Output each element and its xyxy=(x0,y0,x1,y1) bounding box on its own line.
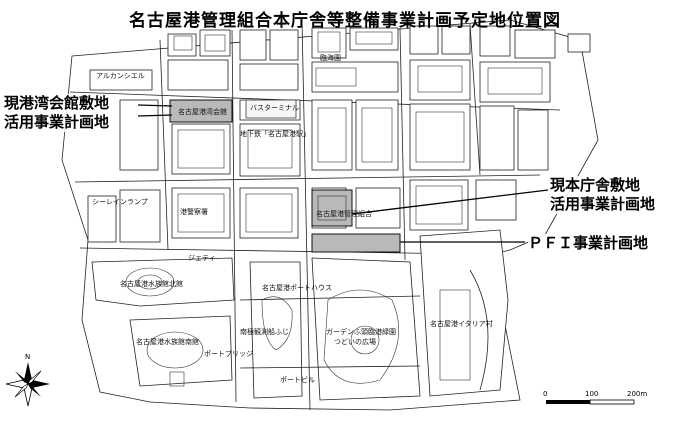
callout-main-office-line2: 活用事業計画地 xyxy=(550,195,656,213)
site-port-hall xyxy=(169,99,233,123)
label-port-building: ポートビル xyxy=(280,375,315,384)
callout-main-office-site: 現本庁舎敷地 活用事業計画地 xyxy=(550,176,656,214)
label-arukanshiel: アルカンシエル xyxy=(96,72,145,80)
label-chikatetsu: 地下鉄「名古屋港駅」 xyxy=(240,129,310,138)
label-rinkai: 臨海園 xyxy=(320,53,341,62)
scale-tick-200: 200m xyxy=(627,390,647,398)
label-meiko-minato: 名古屋港ポートハウス xyxy=(262,283,332,292)
callout-main-office-line1: 現本庁舎敷地 xyxy=(550,176,641,194)
callout-port-hall-line2: 活用事業計画地 xyxy=(4,113,110,131)
label-suizokukan-north: 名古屋港水族館北館 xyxy=(120,279,183,288)
label-suizokukan-south: 名古屋港水族館南館 xyxy=(136,337,199,346)
waterfront-area xyxy=(91,229,509,401)
callout-pfi-site: ＰＦＩ事業計画地 xyxy=(528,234,649,253)
callout-leaders xyxy=(137,104,549,243)
label-nanbu: 南極観測船ふじ xyxy=(240,327,289,336)
label-tsudoi: つどいの広場 xyxy=(334,337,376,346)
callout-port-hall-site: 現港湾会館敷地 活用事業計画地 xyxy=(4,94,110,132)
scale-tick-0: 0 xyxy=(543,390,547,398)
site-pfi xyxy=(311,233,401,253)
label-port-bridge: ポートブリッジ xyxy=(204,349,253,358)
label-bus-terminal: バスターミナル xyxy=(250,103,299,112)
building-footprints xyxy=(173,31,543,233)
label-harbor-italia: 名古屋港イタリア村 xyxy=(430,319,493,328)
map-title: 名古屋港管理組合本庁舎等整備事業計画予定地位置図 xyxy=(129,11,561,31)
scale-tick-100: 100 xyxy=(585,390,598,398)
compass-rose-icon: N xyxy=(5,353,50,407)
label-kaikan: 名古屋港湾会館 xyxy=(178,107,227,116)
label-keisatsu: 港警察署 xyxy=(180,207,208,216)
compass-north-label: N xyxy=(25,353,30,361)
city-blocks xyxy=(87,25,591,243)
label-jetty: ジェティ xyxy=(188,254,216,262)
callout-pfi-label: ＰＦＩ事業計画地 xyxy=(528,234,649,252)
label-kanri-kumiai: 名古屋港管理組合 xyxy=(316,209,372,218)
label-shiorei-line: シーレインランプ xyxy=(92,198,148,206)
scale-bar: 0 100 200m xyxy=(543,390,647,405)
callout-port-hall-line1: 現港湾会館敷地 xyxy=(4,94,110,112)
map-labels: アルカンシエル 名古屋港湾会館 バスターミナル 地下鉄「名古屋港駅」 臨海園 シ… xyxy=(92,53,493,384)
label-garden: ガーデンふ頭臨港緑園 xyxy=(326,327,396,336)
